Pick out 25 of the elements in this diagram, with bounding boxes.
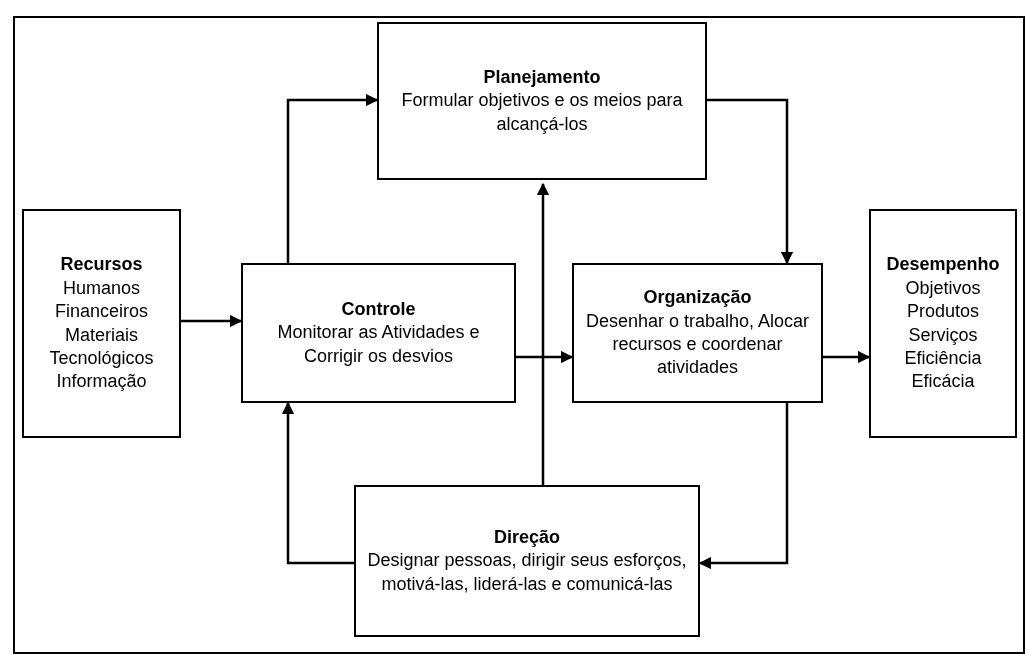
box-text: Formular objetivos e os meios para alcançá-los [400,89,684,136]
box-text: Monitorar as Atividades e Corrigir os desvios [276,321,481,368]
process-box [354,485,700,637]
process-box [22,209,181,438]
arrow [536,182,550,485]
box-heading: Planejamento [483,65,601,89]
box-heading: Direção [493,525,560,549]
process-box [377,22,707,180]
process-box [241,263,516,403]
arrow [516,350,574,364]
process-box [572,263,823,403]
box-text: Humanos Financeiros Materiais Tecnológicos Informação [48,276,155,394]
box-text: Objetivos Produtos Serviços Eficiência Eficácia [903,276,983,394]
arrow [286,93,379,263]
box-text: Desenhar o trabalho, Alocar recursos e coordenar atividades [584,309,811,380]
arrow [823,350,871,364]
box-heading: Recursos [60,253,143,277]
box-heading: Desempenho [886,253,1000,277]
arrow [281,401,354,565]
box-heading: Controle [341,297,416,321]
arrow [707,98,794,265]
arrow [181,314,243,328]
box-text: Designar pessoas, dirigir seus esforços, motivá-las, liderá-las e comunicá-las [366,549,688,596]
box-heading: Organização [643,286,752,310]
process-box [869,209,1017,438]
